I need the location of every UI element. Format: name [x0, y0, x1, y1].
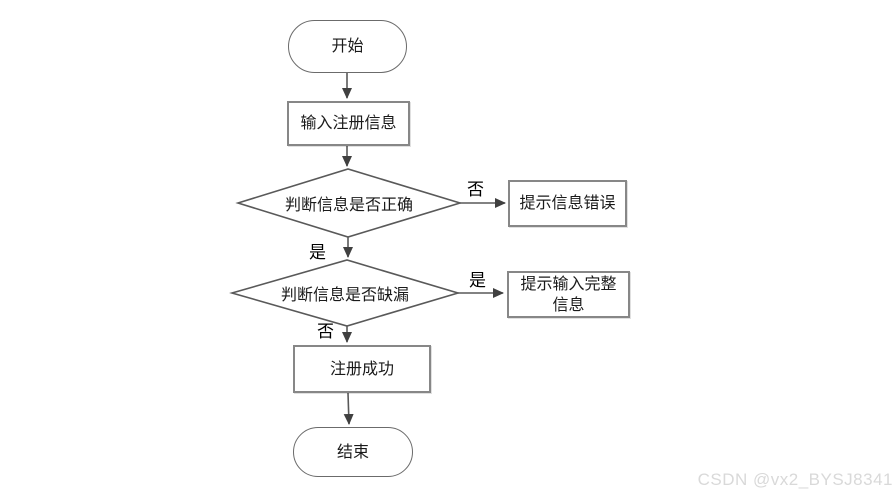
success-node: 注册成功: [293, 345, 431, 393]
decision-missing-diamond: [229, 259, 461, 327]
connector-success-to-end: [343, 392, 354, 425]
edge-label-no-missing: 否: [317, 322, 334, 341]
error-hint-node: 提示信息错误: [508, 180, 627, 227]
watermark-text: CSDN @vx2_BYSJ8341: [697, 470, 893, 489]
input-info-node: 输入注册信息: [287, 101, 410, 146]
end-node: 结束: [293, 427, 413, 477]
start-node: 开始: [288, 20, 407, 73]
edge-label-yes-correct: 是: [309, 243, 326, 262]
edge-label-no-correct: 否: [467, 180, 484, 199]
complete-hint-node: 提示输入完整信息: [507, 271, 630, 318]
decision-correct-diamond: [235, 168, 463, 238]
edge-label-yes-missing: 是: [469, 271, 486, 290]
